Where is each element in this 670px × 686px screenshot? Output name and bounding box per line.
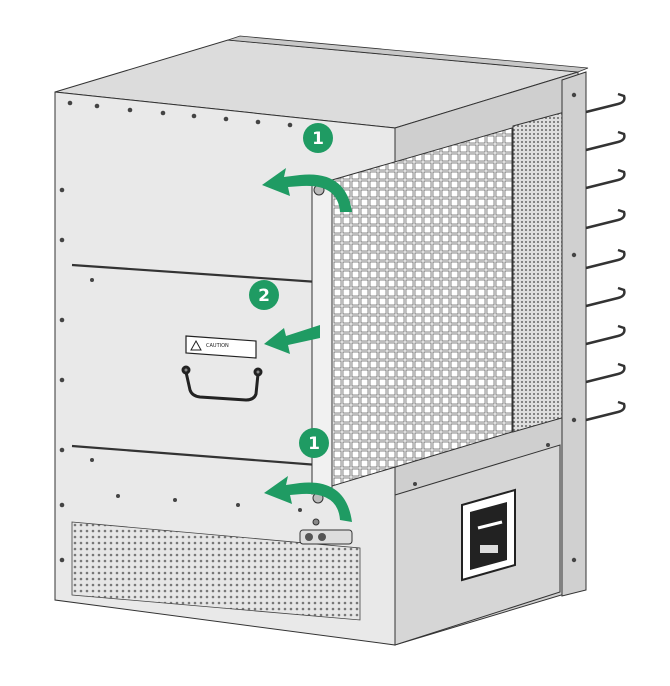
step-number: 1 (308, 434, 320, 454)
power-switch (461, 488, 516, 582)
step-badge-2: 2 (249, 280, 279, 310)
front-panel-screws (59, 100, 550, 563)
cable-management-hooks (585, 92, 626, 422)
step-badge-1-bottom: 1 (299, 428, 329, 458)
grounding-terminal (299, 518, 353, 545)
caution-label: CAUTION (185, 335, 257, 359)
front-handle (181, 365, 263, 402)
front-ventilation-grille (71, 521, 361, 621)
warning-triangle-icon (190, 339, 202, 351)
caution-label-title: CAUTION (206, 343, 229, 349)
fan-tray (311, 127, 513, 504)
loosen-arrow-bottom (264, 476, 352, 522)
fan-tray-grille (331, 127, 513, 487)
front-panel-rails (71, 263, 319, 467)
loosen-arrow-top (262, 168, 352, 212)
step-badge-1-top: 1 (303, 123, 333, 153)
step-number: 2 (258, 286, 270, 306)
pull-out-arrow (264, 325, 320, 354)
step-number: 1 (312, 129, 324, 149)
removal-arrows (262, 168, 352, 522)
rack-mount-bracket (561, 71, 587, 597)
